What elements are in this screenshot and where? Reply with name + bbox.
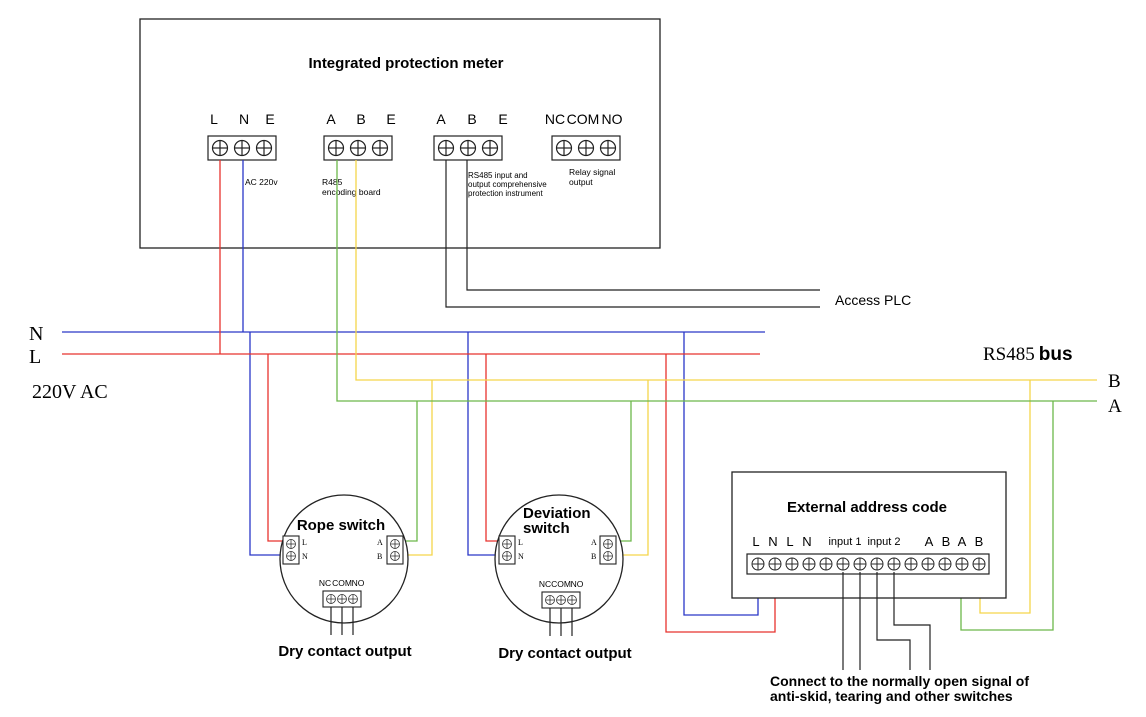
pin-label: COM [332,578,352,588]
meter-terminal-rs485: A B E RS485 input and output comprehensi… [433,111,547,198]
pin-label: E [386,111,395,127]
pin-label: A [925,534,934,549]
pin-label: NO [602,111,623,127]
pin-label: NC [319,578,331,588]
switch-note-line1: Connect to the normally open signal of [770,673,1029,689]
pin-label: L [518,538,523,547]
live-wires [62,160,776,633]
pin-label: A [326,111,336,127]
meter-terminal-encoding: A B E R485 encoding board [322,111,396,197]
rope-switch: Rope switch L N A B NC COM NO [279,494,409,635]
meter-terminal-relay: NC COM NO Relay signal output [545,111,623,187]
rope-switch-title: Rope switch [297,517,385,534]
pin-label: N [239,111,249,127]
pin-label: B [591,552,596,561]
pin-label: L [302,538,307,547]
pin-label: B [975,534,984,549]
pin-label: B [377,552,382,561]
deviation-switch: Deviation switch L N A B NC COM NO [494,494,624,636]
meter-desc: protection instrument [468,189,543,198]
address-module-title: External address code [787,499,947,516]
deviation-switch-output: Dry contact output [498,645,631,662]
pin-label: NC [545,111,565,127]
pin-label: N [768,534,777,549]
pin-label: B [356,111,365,127]
switch-note-line2: anti-skid, tearing and other switches [770,688,1013,704]
n-label: N [29,323,43,345]
meter-desc: output [569,177,593,187]
pin-label: COM [567,111,600,127]
meter-desc: Relay signal [569,167,615,177]
supply-label: 220V AC [32,381,108,403]
pin-label: COM [551,579,571,589]
pin-label: E [265,111,274,127]
deviation-switch-title: switch [523,520,570,537]
pin-label: B [467,111,476,127]
pin-label: NC [539,579,551,589]
meter-desc: encoding board [322,187,381,197]
rope-switch-output: Dry contact output [278,643,411,660]
input-wires [842,572,931,670]
pin-label: NO [352,578,365,588]
meter-desc: R485 [322,177,343,187]
pin-label: A [436,111,446,127]
pin-label: L [752,534,759,549]
plc-wires [445,160,820,308]
pin-label: L [210,111,218,127]
pin-label: NO [571,579,584,589]
l-label: L [29,346,41,368]
pin-label: input 1 [828,536,861,548]
bus-a-label: A [1108,396,1122,417]
deviation-switch-title: Deviation [523,505,591,522]
pin-label: A [377,538,383,547]
pin-label: E [498,111,507,127]
pin-label: N [518,552,524,561]
pin-label: L [786,534,793,549]
pin-label: N [802,534,811,549]
pin-label: B [942,534,951,549]
address-module: External address code L N L N input 1 in… [731,471,1007,599]
meter-title: Integrated protection meter [308,55,503,72]
meter-desc: AC 220v [245,177,278,187]
pin-label: N [302,552,308,561]
meter-terminal-power: L N E AC 220v [207,111,278,187]
meter-desc: RS485 input and [468,171,528,180]
pin-label: input 2 [867,536,900,548]
plc-label: Access PLC [835,292,911,308]
meter-desc: output comprehensive [468,180,547,189]
bus-b-label: B [1108,371,1121,392]
meter-box [139,18,661,249]
pin-label: A [591,538,597,547]
pin-label: A [958,534,967,549]
